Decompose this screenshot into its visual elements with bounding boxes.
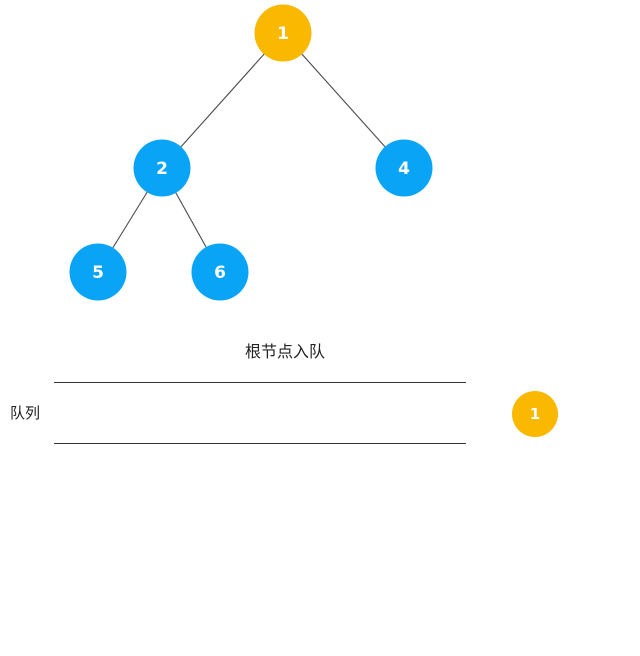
queue-incoming-node: 1 [512, 391, 558, 437]
tree-node-1: 1 [254, 4, 312, 62]
queue-label: 队列 [10, 404, 41, 422]
tree-node-label: 1 [277, 24, 289, 44]
tree-node-5: 5 [69, 243, 127, 301]
queue-bottom-line [54, 443, 466, 444]
tree-edge-n1-n2 [161, 32, 284, 169]
tree-node-circle [254, 4, 312, 62]
tree-node-label: 6 [214, 263, 226, 283]
tree-node-4: 4 [375, 139, 433, 197]
tree-node-6: 6 [191, 243, 249, 301]
tree-node-2: 2 [133, 139, 191, 197]
binary-tree: 1 2 4 5 6 [69, 4, 433, 301]
tree-node-circle [191, 243, 249, 301]
tree-edge-n1-n4 [282, 32, 405, 169]
tree-node-label: 5 [92, 263, 104, 283]
tree-node-label: 2 [156, 159, 168, 179]
tree-node-circle [69, 243, 127, 301]
tree-node-circle [375, 139, 433, 197]
queue-top-line [54, 382, 466, 383]
tree-node-label: 4 [398, 159, 410, 179]
tree-node-circle [133, 139, 191, 197]
step-caption: 根节点入队 [244, 342, 325, 361]
